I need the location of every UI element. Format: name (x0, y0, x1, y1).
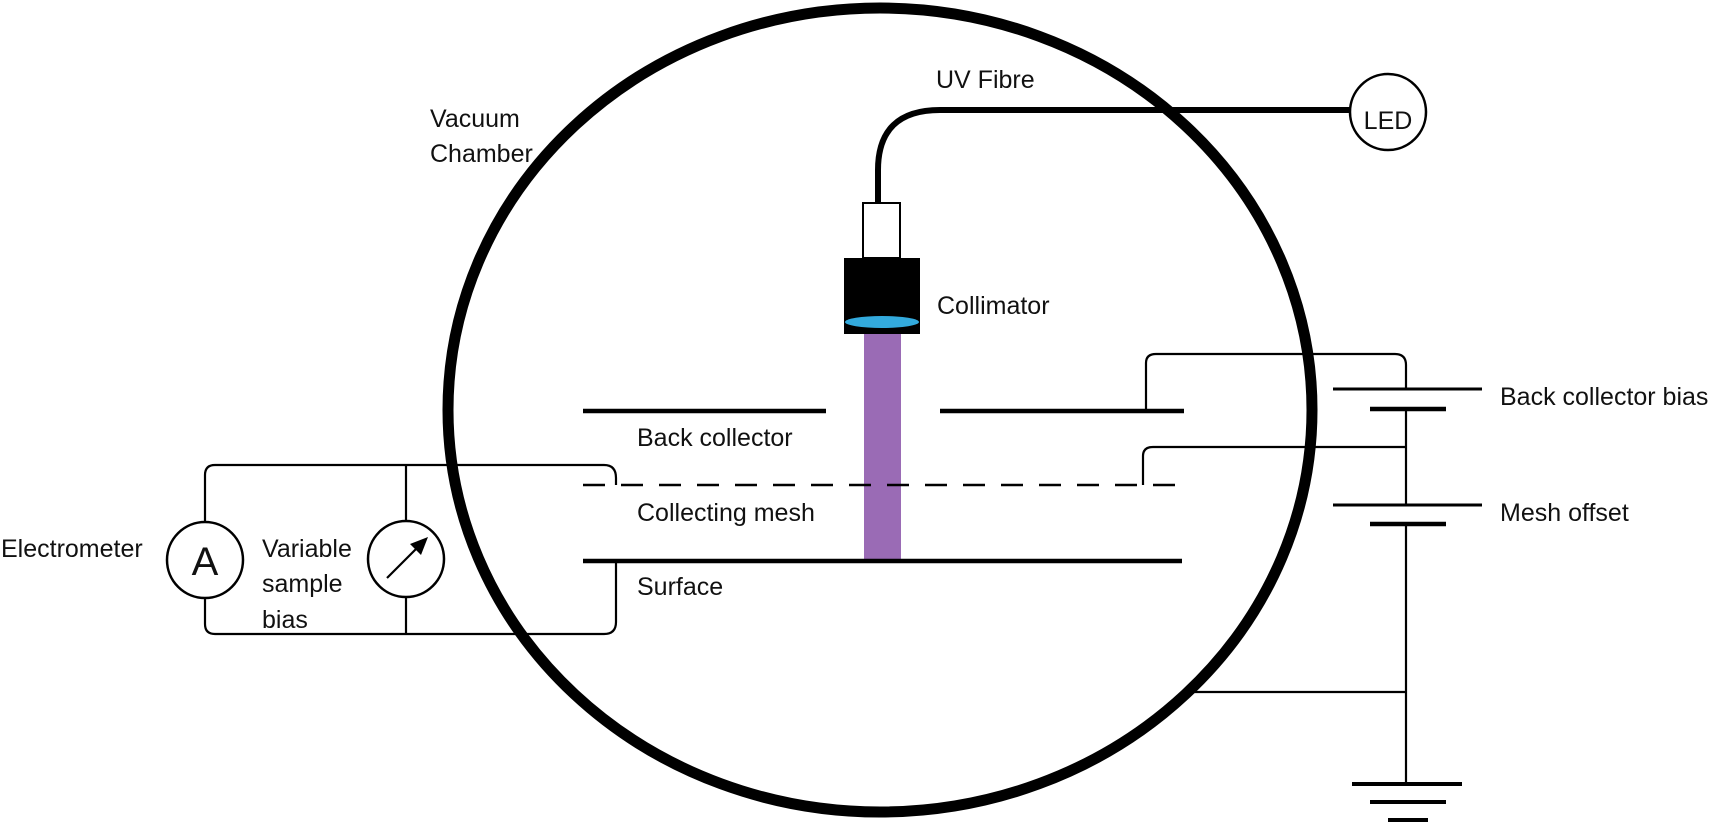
electrometer-symbol (165, 520, 245, 600)
vacuum-chamber-label-2: Chamber (430, 140, 533, 168)
led-circle (1348, 72, 1428, 152)
back-collector-label: Back collector (637, 424, 793, 452)
vacuum-chamber-label-1: Vacuum (430, 105, 520, 133)
vacuum-chamber-outline (442, 2, 1318, 818)
variable-bias-arrow-shaft (386, 546, 419, 579)
uv-beam (864, 334, 901, 560)
collimator-lens (845, 316, 919, 328)
uv-fibre-label: UV Fibre (936, 66, 1035, 94)
collecting-mesh-label: Collecting mesh (637, 499, 815, 527)
mesh-wire (1141, 445, 1406, 485)
surface-label: Surface (637, 573, 723, 601)
uv-fibre-cable (875, 107, 1352, 203)
back-collector-bias-label: Back collector bias (1500, 383, 1708, 411)
collimator-connector (862, 202, 901, 259)
led-label: LED (1364, 107, 1413, 135)
variable-bias-label-2: sample (262, 570, 343, 598)
back-collector-wire (1144, 352, 1408, 411)
top-left-wire (203, 463, 618, 521)
electrometer-label: Electrometer (1, 535, 143, 563)
variable-bias-label-1: Variable (262, 535, 352, 563)
mesh-offset-label: Mesh offset (1500, 499, 1629, 527)
ammeter-symbol-text: A (192, 540, 219, 584)
bottom-left-wire (203, 561, 618, 636)
variable-bias-arrow-head (410, 537, 428, 555)
collimator-label: Collimator (937, 292, 1050, 320)
variable-bias-label-3: bias (262, 606, 308, 634)
